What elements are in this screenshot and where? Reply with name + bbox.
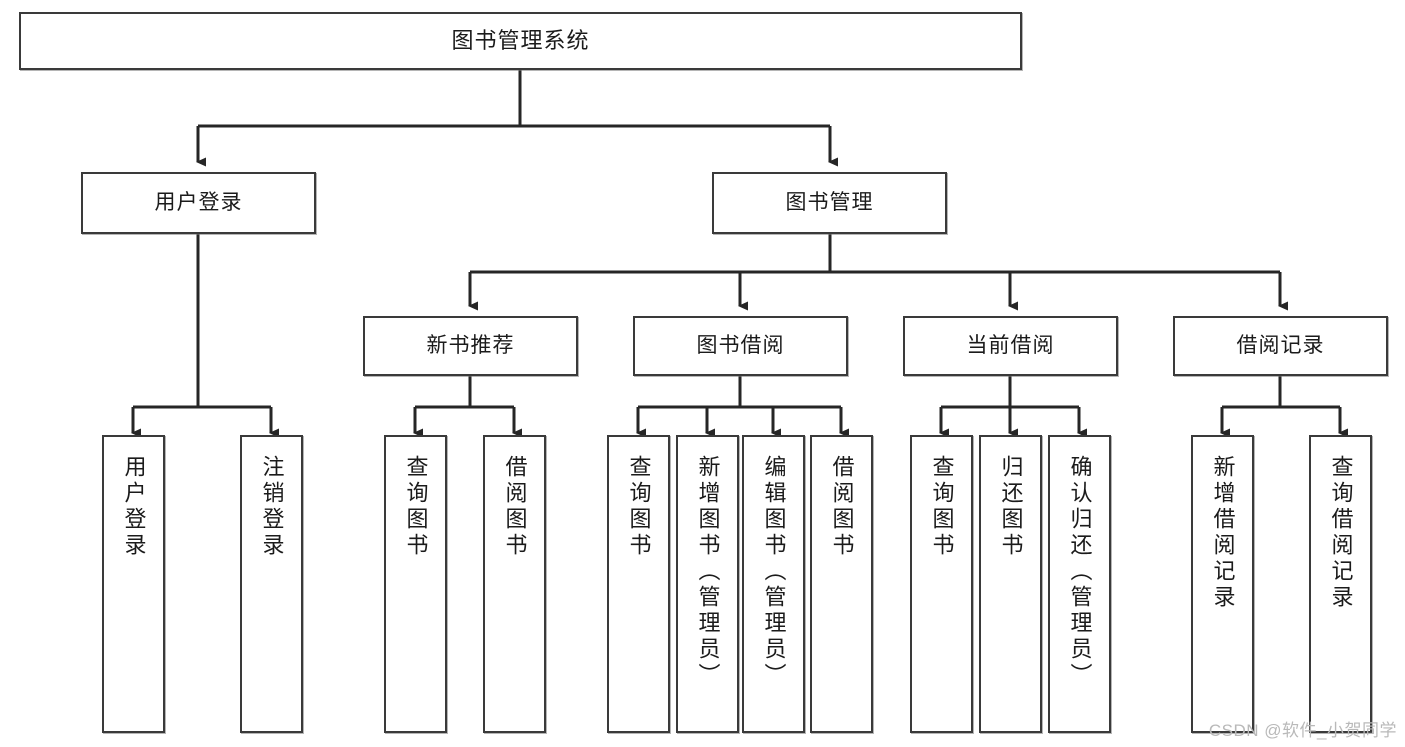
node-label: 归还图书 <box>998 455 1024 559</box>
node-leaf-return-book[interactable]: 归还图书 <box>979 435 1042 733</box>
node-leaf-query-record[interactable]: 查询借阅记录 <box>1309 435 1372 733</box>
node-label: 确认归还（管理员） <box>1067 455 1093 689</box>
node-label: 查询图书 <box>403 455 429 559</box>
node-book-management-system[interactable]: 图书管理系统 <box>19 12 1022 70</box>
node-leaf-add-book[interactable]: 新增图书（管理员） <box>676 435 739 733</box>
node-leaf-borrow-book-2[interactable]: 借阅图书 <box>810 435 873 733</box>
node-label: 用户登录 <box>121 455 147 559</box>
node-book-borrow[interactable]: 图书借阅 <box>633 316 848 376</box>
csdn-watermark: CSDN @软件_小贺同学 <box>1208 721 1397 740</box>
node-book-management[interactable]: 图书管理 <box>712 172 947 234</box>
node-leaf-confirm-return[interactable]: 确认归还（管理员） <box>1048 435 1111 733</box>
node-label: 查询图书 <box>929 455 955 559</box>
node-user-login[interactable]: 用户登录 <box>81 172 316 234</box>
node-label: 查询图书 <box>626 455 652 559</box>
node-label: 图书管理系统 <box>451 28 590 54</box>
node-borrow-record[interactable]: 借阅记录 <box>1173 316 1388 376</box>
node-label: 用户登录 <box>154 190 243 214</box>
node-label: 借阅记录 <box>1236 333 1325 357</box>
node-leaf-query-book-2[interactable]: 查询图书 <box>607 435 670 733</box>
node-leaf-user-login[interactable]: 用户登录 <box>102 435 165 733</box>
node-label: 图书借阅 <box>696 333 785 357</box>
node-leaf-add-record[interactable]: 新增借阅记录 <box>1191 435 1254 733</box>
node-current-borrow[interactable]: 当前借阅 <box>903 316 1118 376</box>
node-label: 查询借阅记录 <box>1328 455 1354 611</box>
node-label: 借阅图书 <box>829 455 855 559</box>
node-label: 图书管理 <box>785 190 874 214</box>
node-label: 当前借阅 <box>966 333 1055 357</box>
node-label: 新增借阅记录 <box>1210 455 1236 611</box>
node-leaf-borrow-book-1[interactable]: 借阅图书 <box>483 435 546 733</box>
node-label: 借阅图书 <box>502 455 528 559</box>
node-new-book-recommend[interactable]: 新书推荐 <box>363 316 578 376</box>
node-leaf-logout-login[interactable]: 注销登录 <box>240 435 303 733</box>
node-label: 注销登录 <box>259 455 285 559</box>
node-leaf-query-book-3[interactable]: 查询图书 <box>910 435 973 733</box>
node-label: 编辑图书（管理员） <box>761 455 787 689</box>
node-leaf-edit-book[interactable]: 编辑图书（管理员） <box>742 435 805 733</box>
node-leaf-query-book-1[interactable]: 查询图书 <box>384 435 447 733</box>
node-label: 新书推荐 <box>426 333 515 357</box>
node-label: 新增图书（管理员） <box>695 455 721 689</box>
